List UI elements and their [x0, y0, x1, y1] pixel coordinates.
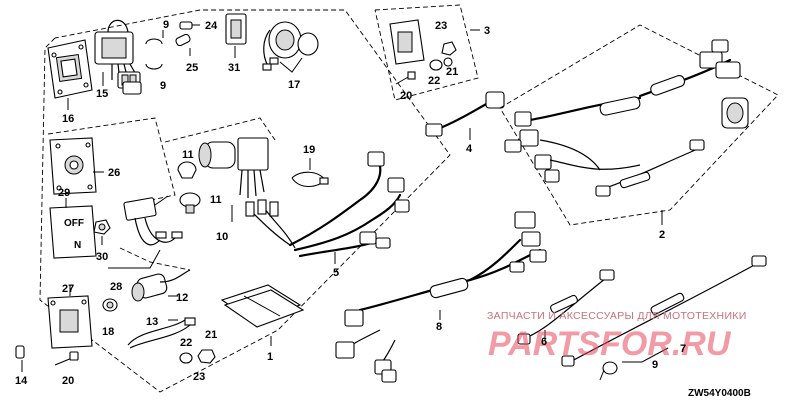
part-26-panel: [49, 137, 97, 195]
watermark-caption: ЗАПЧАСТИ И АКСЕССУАРЫ ДЛЯ МОТОТЕХНИКИ: [487, 310, 747, 322]
panel-mark-n: N: [74, 240, 81, 251]
callout-4: 4: [466, 143, 473, 155]
part-3-switch-plate: [389, 19, 425, 65]
part-25-spacer: [175, 33, 191, 47]
callout-21-top: 21: [446, 66, 458, 78]
owners-manual: [220, 284, 305, 328]
callout-23-left: 23: [193, 371, 205, 383]
callout-11-upper: 11: [182, 149, 194, 161]
watermark-logo: PARTSFOR.RU: [488, 325, 732, 363]
part-31-bracket: [225, 13, 247, 45]
callout-20-top: 20: [400, 90, 412, 102]
part-17-buzzer: [262, 21, 319, 71]
callout-2: 2: [659, 229, 665, 241]
part-9-clamp: [599, 361, 618, 381]
part-30-nut: [93, 219, 111, 235]
callout-17: 17: [288, 79, 300, 91]
callout-9-mid: 9: [160, 80, 166, 92]
callout-5: 5: [333, 267, 339, 279]
panel-mark-off: OFF: [64, 218, 84, 229]
part-18-grommet: [102, 298, 118, 312]
callout-6: 6: [541, 336, 547, 348]
part-20-screw-top: [395, 71, 416, 85]
callout-16: 16: [62, 113, 74, 125]
part-12-stop-switch: [131, 269, 191, 302]
part-22-washer-top: [429, 59, 443, 71]
callout-19: 19: [303, 144, 315, 156]
callout-25: 25: [186, 62, 198, 74]
callouts: 9 24 25 9 31 17 15 16 26 11 11 19 10 29 …: [15, 19, 686, 387]
part-14-clip: [15, 345, 25, 359]
callout-10: 10: [216, 231, 228, 243]
part-21-nut-top: [443, 57, 453, 67]
part-16-panel-plate: [47, 39, 93, 99]
callout-13: 13: [146, 316, 158, 328]
callout-21-left: 21: [205, 329, 217, 341]
part-4-harness: [425, 91, 505, 137]
part-19-cable-tie: [291, 171, 329, 188]
callout-3: 3: [484, 25, 490, 37]
callout-9-top: 9: [163, 19, 169, 31]
part-2-grommet: [721, 97, 749, 129]
callout-1: 1: [267, 351, 273, 363]
callout-14: 14: [15, 375, 28, 387]
callout-31: 31: [228, 62, 240, 74]
part-7-harness: [561, 255, 767, 367]
part-21-nut-left: [197, 349, 216, 364]
part-24-screw: [179, 21, 200, 30]
callout-7: 7: [680, 343, 686, 355]
callout-28: 28: [110, 281, 122, 293]
callout-12: 12: [176, 292, 188, 304]
part-28-toggle-switch: [123, 195, 183, 246]
part-5-main-harness: [245, 151, 410, 258]
kit-1-outline: [39, 9, 451, 393]
part-29-panel: OFF N: [49, 205, 97, 259]
part-22-washer-left: [179, 352, 193, 364]
kit-2-outline: [499, 24, 779, 226]
part-8-harness: [335, 211, 547, 383]
part-20-screw-left: [54, 351, 79, 366]
part-11-key: [177, 161, 201, 214]
callout-11-lower: 11: [210, 194, 222, 206]
callout-8: 8: [436, 321, 442, 333]
diagram-code: ZW54Y0400B: [688, 388, 751, 399]
part-10-ignition-switch: [198, 137, 269, 198]
part-2-harness: [504, 39, 741, 197]
callout-27: 27: [62, 283, 74, 295]
kit-3-outline: [374, 4, 479, 101]
callout-29: 29: [58, 187, 70, 199]
callout-23-top: 23: [435, 20, 447, 32]
callout-24: 24: [205, 20, 218, 32]
part-27-panel: [47, 295, 93, 349]
callout-20-left: 20: [62, 375, 74, 387]
callout-9-bottom: 9: [652, 359, 658, 371]
callout-15: 15: [96, 88, 108, 100]
callout-22-top: 22: [428, 75, 440, 87]
part-6-harness: [517, 269, 615, 345]
callout-30: 30: [96, 251, 108, 263]
callout-18: 18: [102, 326, 114, 338]
part-23-nut-top: [441, 41, 457, 56]
part-9-clips: [145, 38, 163, 70]
callout-22-left: 22: [180, 337, 192, 349]
callout-26: 26: [108, 167, 120, 179]
part-13-lanyard: [127, 317, 196, 349]
part-15-switch-housing: [94, 19, 142, 95]
watermark: ЗАПЧАСТИ И АКСЕССУАРЫ ДЛЯ МОТОТЕХНИКИ PA…: [487, 310, 747, 363]
